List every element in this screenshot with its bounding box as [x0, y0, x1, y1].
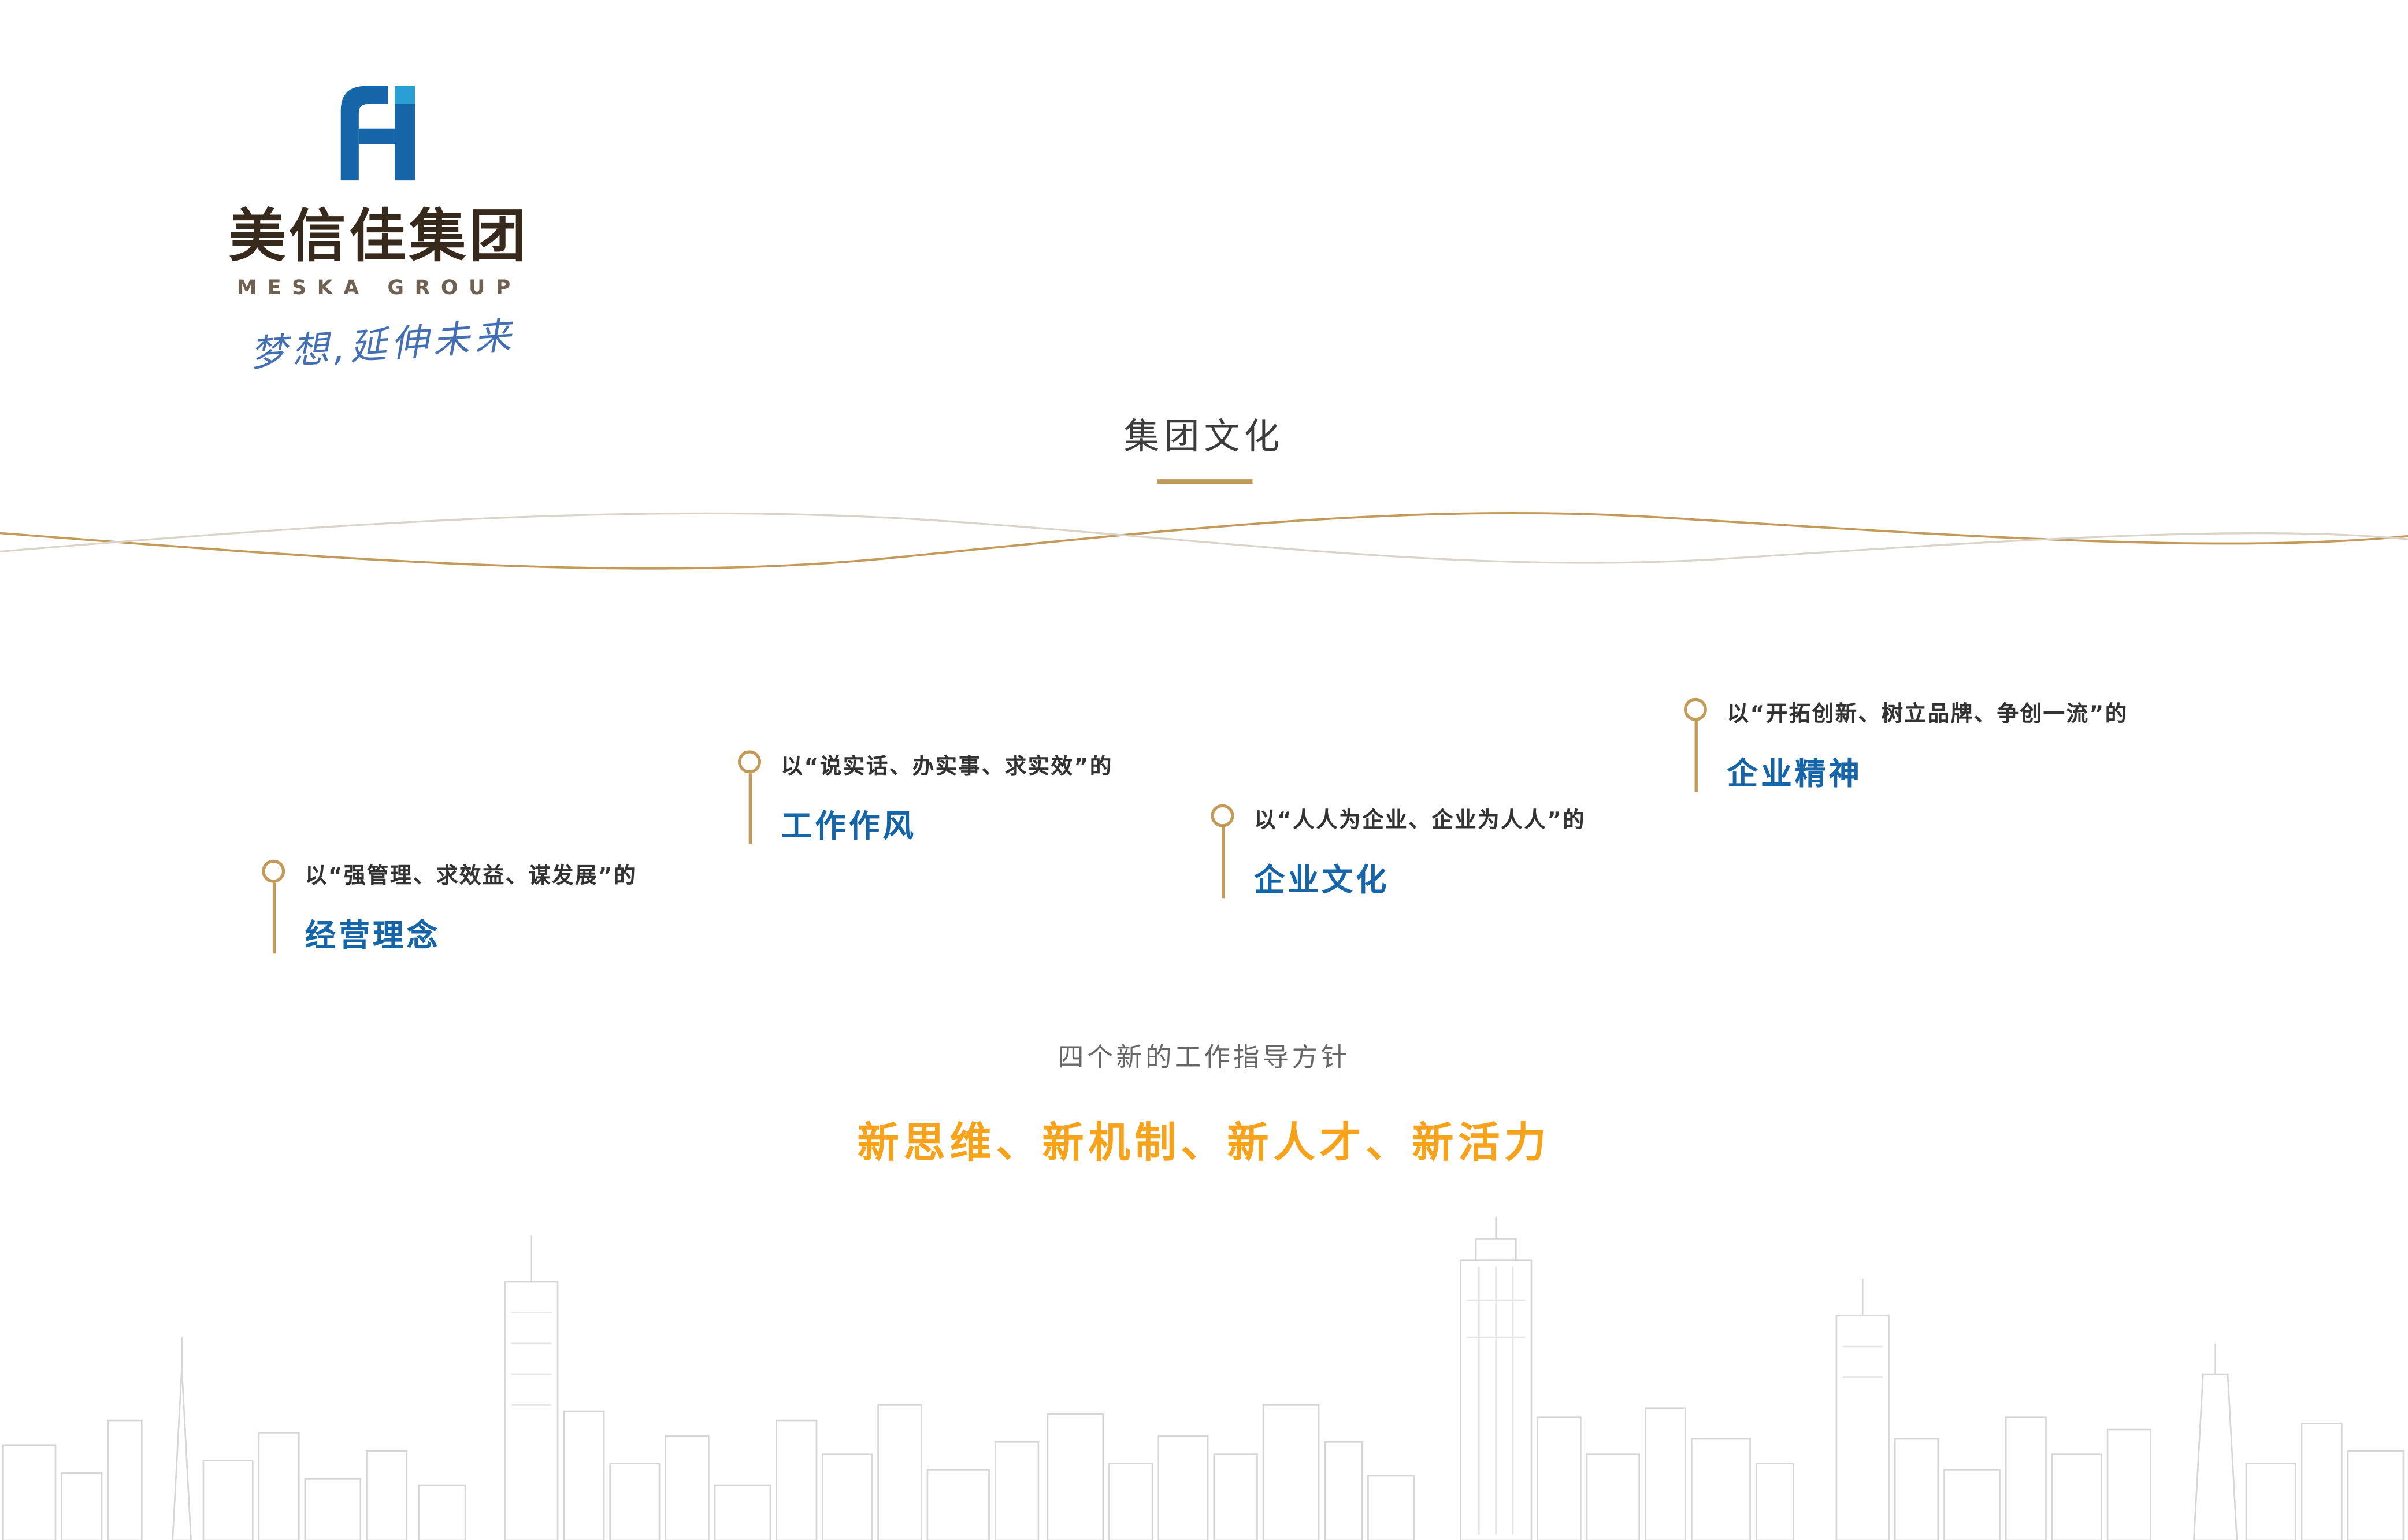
- pin-marker-icon: [1683, 697, 1707, 792]
- culture-item-work-style: 以“说实话、办实事、求实效”的 工作作风: [738, 750, 1113, 845]
- pin-stem: [272, 882, 275, 954]
- city-skyline-illustration: [2, 1217, 2405, 1540]
- pin-marker-icon: [262, 859, 285, 954]
- culture-item-title: 企业文化: [1254, 861, 1390, 899]
- pin-stem: [1220, 827, 1225, 899]
- pin-circle: [1211, 804, 1234, 827]
- culture-item-enterprise-spirit: 以“开拓创新、树立品牌、争创一流”的 企业精神: [1683, 697, 2128, 793]
- section-head: 集团文化: [0, 407, 2408, 484]
- brand-logo-icon: [340, 86, 415, 181]
- guideline-label: 四个新的工作指导方针: [1058, 1042, 1350, 1074]
- brand-slogan: 梦想,延伸未来: [248, 314, 517, 376]
- pin-circle: [1683, 697, 1707, 721]
- brand-name-en: MESKA GROUP: [236, 277, 521, 300]
- culture-item-title: 经营理念: [305, 916, 441, 954]
- culture-item-title: 企业精神: [1727, 755, 1863, 792]
- title-underline: [1156, 479, 1252, 484]
- culture-item-prefix: 以“开拓创新、树立品牌、争创一流”的: [1727, 702, 2128, 728]
- brand-logo[interactable]: 美信佳集团 MESKA GROUP: [154, 77, 604, 300]
- culture-item-title: 工作作风: [781, 807, 917, 844]
- culture-item-prefix: 以“人人为企业、企业为人人”的: [1254, 808, 1586, 834]
- culture-item-business-philosophy: 以“强管理、求效益、谋发展”的 经营理念: [262, 859, 637, 955]
- culture-item-text: 以“开拓创新、树立品牌、争创一流”的 企业精神: [1727, 698, 2128, 793]
- culture-item-prefix: 以“说实话、办实事、求实效”的: [781, 755, 1113, 780]
- pin-circle: [262, 859, 285, 883]
- guideline-value: 新思维、新机制、新人才、新活力: [857, 1120, 1551, 1168]
- section-title: 集团文化: [1123, 417, 1285, 458]
- brand-name-cn: 美信佳集团: [228, 203, 529, 270]
- pin-circle: [738, 750, 762, 774]
- brand-block: 美信佳集团 MESKA GROUP: [154, 77, 604, 300]
- culture-item-text: 以“说实话、办实事、求实效”的 工作作风: [781, 750, 1113, 845]
- culture-item-prefix: 以“强管理、求效益、谋发展”的: [305, 864, 637, 889]
- culture-item-text: 以“强管理、求效益、谋发展”的 经营理念: [305, 860, 637, 955]
- pin-stem: [748, 773, 751, 844]
- pin-marker-icon: [738, 750, 762, 844]
- decorative-wave-lines: [0, 512, 2408, 570]
- culture-item-text: 以“人人为企业、企业为人人”的 企业文化: [1254, 804, 1586, 900]
- pin-stem: [1694, 721, 1697, 792]
- culture-item-corporate-culture: 以“人人为企业、企业为人人”的 企业文化: [1211, 804, 1586, 900]
- pin-marker-icon: [1211, 804, 1234, 899]
